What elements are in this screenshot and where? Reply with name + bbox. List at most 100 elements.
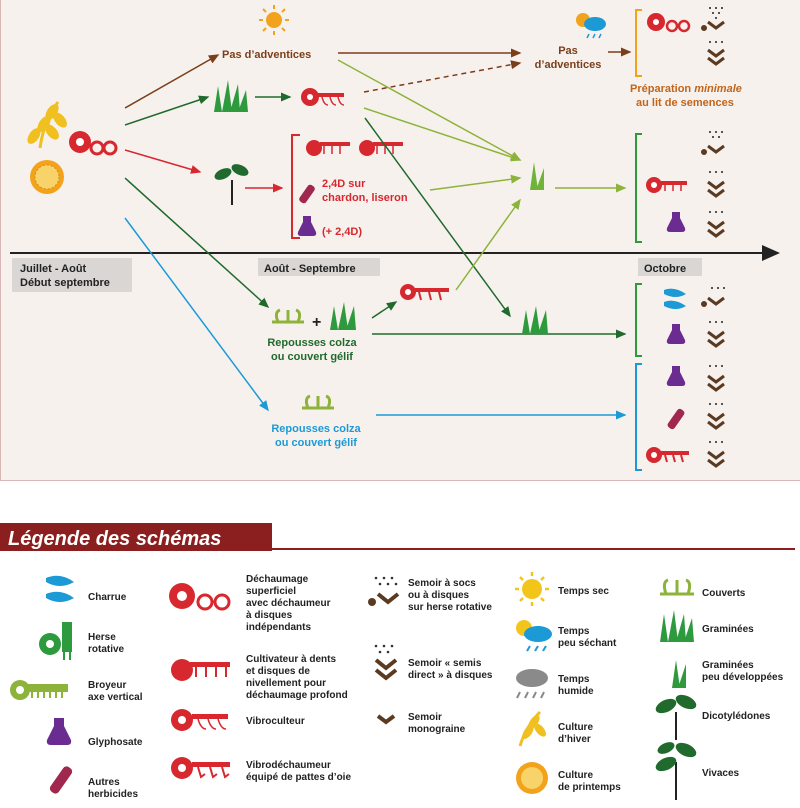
winter-crop-legend-icon [518,710,546,747]
mono-seeder-legend-icon [376,714,396,725]
arrow-to-dry [124,54,220,109]
arrow-to-repousses1 [124,177,270,309]
disc-stubble-icon-top [647,13,691,33]
arrow-options-to-small-grass [429,174,522,191]
plough-legend-icon [46,575,74,602]
dicot-bracket [291,134,300,239]
dry-weather-legend-icon [515,572,549,606]
cover-crop-icon-2 [302,394,334,410]
period1-box [12,258,132,292]
glyphosate-icon-low-2 [666,366,686,386]
diagram-panel [0,0,800,481]
repousses1-line1: Repousses colza [267,337,357,349]
legend-vivaces: Vivaces [702,768,740,779]
glyphosate-icon-mid [666,212,686,232]
arrow-to-repousses2 [124,217,269,412]
october-bracket-1 [635,133,642,243]
socs-seeder-legend-icon [368,576,400,606]
spring-crop-legend-icon [516,762,548,794]
sun-icon [259,5,289,35]
period3-box [638,258,702,276]
partly-sunny-weather-icon [576,13,606,39]
other-herbicide-icon-low [667,408,685,430]
period1-line1: Juillet - Août [20,263,87,275]
other-herbicide-icon [299,184,315,204]
arrow-vibro-to-small-grass [363,107,522,162]
seeder-icon-low-3 [707,365,725,392]
arrow-vibro-to-grasses-mid [364,117,511,318]
disc-stubble-legend-icon [169,583,231,611]
dicotyledons-legend-icon [655,694,697,740]
seeder-icon-low-5 [707,441,725,468]
vibroculteur-icon [301,88,345,106]
vibrodechaumeur-icon-repousses [400,284,449,301]
period1-line2: Début septembre [20,277,110,289]
covers-legend-icon [660,578,694,596]
repousses2-line2: ou couvert gélif [275,437,357,449]
legend-graminees: Graminées [702,624,754,635]
vibrodechaumeur-icon-low [646,447,689,463]
october-bracket-2 [635,283,642,357]
grasses-legend-icon [660,610,694,642]
glyphosate-legend-icon [46,718,72,745]
legend-dicotyledones: Dicotylédones [702,711,771,722]
disc-stubble-cultivator-icon [69,131,118,156]
repousses1-line2: ou couvert gélif [271,351,353,363]
arrow-vibrodech-to-small-grass [455,198,521,291]
rotary-harrow-legend-icon [39,622,72,660]
humid-weather-legend-icon [516,669,548,699]
vibrodechaumeur-legend-icon [171,757,230,779]
period3-label: Octobre [644,263,686,275]
small-grasses-legend-icon [672,660,686,688]
legend-charrue: Charrue [88,592,127,603]
seeder-icon-mid-2 [707,171,725,198]
period2-label: Août - Septembre [264,263,356,275]
glypho-24d-label: (+ 2,4D) [322,226,362,238]
deep-cultivator-icon [306,140,403,156]
plus-sign: + [312,314,321,331]
vibroculteur-legend-icon [171,709,228,731]
prep-label-line2: au lit de semences [636,97,734,109]
legend-vibroculteur: Vibroculteur [246,716,305,727]
arrow-to-grasses [124,95,210,126]
vertical-shredder-legend-icon [10,680,68,700]
seeder-icon-mid-1 [701,131,725,155]
arrow-dry-to-small-grass [337,59,522,161]
spring-crop-icon [30,160,64,194]
glyphosate-icon [297,216,317,236]
plough-icon [664,288,686,309]
legend-temps-sec: Temps sec [558,586,609,597]
herbicide-label-line2: chardon, liseron [322,192,408,204]
legend-couverts: Couverts [702,588,746,599]
prep-label-line1: Préparation minimale [630,83,742,95]
glyphosate-icon-low-1 [666,324,686,344]
arrow-vibro-to-noweeds [363,60,522,93]
arrow-repousses-to-vibrodech [371,301,398,319]
dicotyledon-icon [214,164,249,205]
seeder-icon-low-2 [707,321,725,348]
no-weeds-label-1: Pas d’adventices [222,49,311,61]
no-weeds-label-2-line1: Pas [558,45,578,57]
october-bracket-3 [635,363,642,471]
legend-glyphosate: Glyphosate [88,737,143,748]
no-weeds-label-2-line2: d’adventices [535,59,602,71]
partly-dry-weather-legend-icon [516,620,552,652]
legend-title: Légende des schémas [8,528,221,550]
direct-seeder-legend-icon [374,644,398,681]
grasses-icon-repousses [330,302,356,330]
